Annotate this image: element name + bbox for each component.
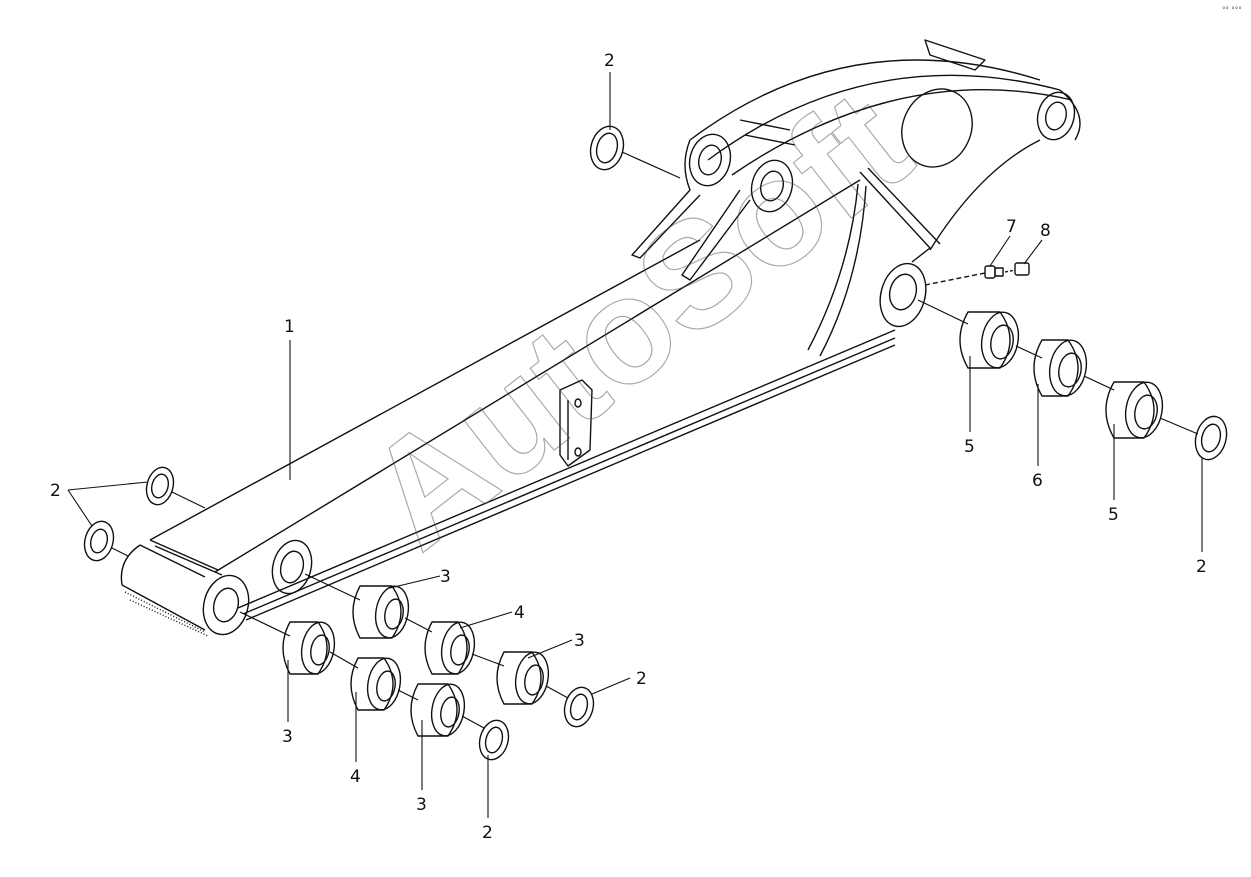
bushing-4-a [350,657,402,711]
seal-right [1194,415,1228,461]
upper-lug-eyes [688,91,1076,213]
callout-label: 3 [574,631,585,651]
seal-left-upper [145,466,175,506]
callout-label: 1 [284,317,295,337]
callout-label: 3 [416,795,427,815]
bushing-3-d [496,651,550,705]
callout-label: 5 [1108,505,1119,525]
callout-label: 2 [50,481,61,501]
callout-labels: 1 2 2 2 2 2 3 3 3 3 4 4 5 5 6 7 8 [50,51,1207,843]
callout-label: 2 [604,51,615,71]
bushing-3-a [282,621,336,675]
callout-label: 5 [964,437,975,457]
callout-label: 3 [282,727,293,747]
seal-top [589,125,625,171]
middle-eye [271,539,313,595]
front-eye [202,574,250,636]
callout-label: 4 [350,767,361,787]
assembly-lines [111,151,1199,729]
callout-label: 6 [1032,471,1043,491]
callout-label: 2 [636,669,647,689]
grease-fittings [924,262,1030,286]
seal-left-lower [83,520,115,562]
callout-leaders [67,72,1203,818]
seal-rings [83,125,1228,761]
watermark: AutoSoft [336,58,938,580]
bushings [282,311,1164,737]
callout-label: 3 [440,567,451,587]
bushing-4-b [424,621,476,675]
arm-body [120,39,1081,637]
bushing-5-b [1105,381,1164,439]
callout-label: 7 [1006,217,1017,237]
seal-bottom [478,719,510,761]
bushing-3-b [352,585,410,639]
callout-label: 4 [514,603,525,623]
callout-label: 2 [482,823,493,843]
seal-mid-right [563,686,595,728]
corner-mark: °° °°° [1222,6,1242,14]
bushing-3-c [410,683,466,737]
rear-pivot-eye [879,262,927,328]
callout-label: 8 [1040,221,1051,241]
bushing-5-a [959,311,1020,369]
bushing-6 [1033,339,1088,397]
callout-label: 2 [1196,557,1207,577]
